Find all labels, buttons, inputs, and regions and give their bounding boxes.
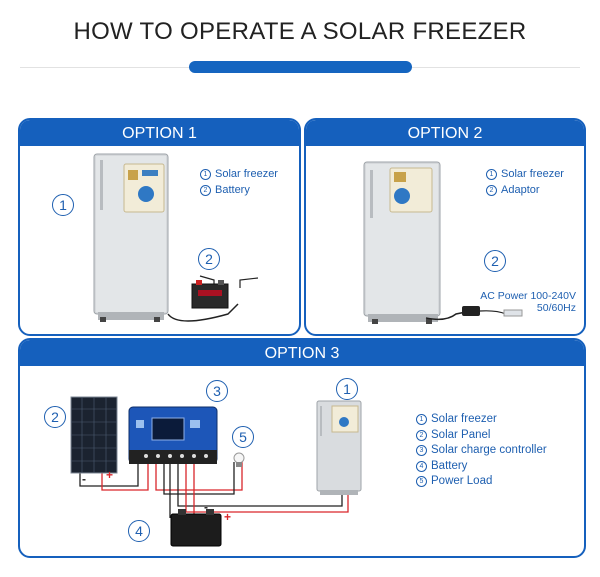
- option3-panel: OPTION 3: [18, 338, 586, 558]
- callout-4: 4: [128, 520, 150, 542]
- title-accent-bar: [189, 61, 412, 73]
- callout-2: 2: [198, 248, 220, 270]
- solar-panel-image: [70, 396, 118, 474]
- freezer-image: [93, 153, 169, 322]
- callout-1: 1: [336, 378, 358, 400]
- minus-mark: -: [204, 500, 208, 514]
- battery-icon: [191, 280, 229, 309]
- callout-2: 2: [44, 406, 66, 428]
- option1-header: OPTION 1: [20, 120, 299, 146]
- ac-power-label: AC Power 100-240V 50/60Hz: [480, 290, 576, 314]
- freezer-image: [363, 161, 441, 324]
- callout-5: 5: [232, 426, 254, 448]
- bulb-icon: [233, 452, 245, 467]
- callout-2: 2: [484, 250, 506, 272]
- option3-header: OPTION 3: [20, 340, 584, 366]
- callout-1: 1: [52, 194, 74, 216]
- minus-mark: -: [82, 472, 86, 486]
- battery-image: [170, 509, 222, 547]
- plus-mark: +: [224, 510, 232, 524]
- option2-header: OPTION 2: [306, 120, 584, 146]
- page-title: HOW TO OPERATE A SOLAR FREEZER: [73, 18, 527, 45]
- freezer-image: [316, 400, 362, 495]
- callout-3: 3: [206, 380, 228, 402]
- adaptor-cable: [425, 306, 523, 321]
- charge-controller-image: [128, 406, 218, 464]
- plus-mark: +: [106, 468, 114, 482]
